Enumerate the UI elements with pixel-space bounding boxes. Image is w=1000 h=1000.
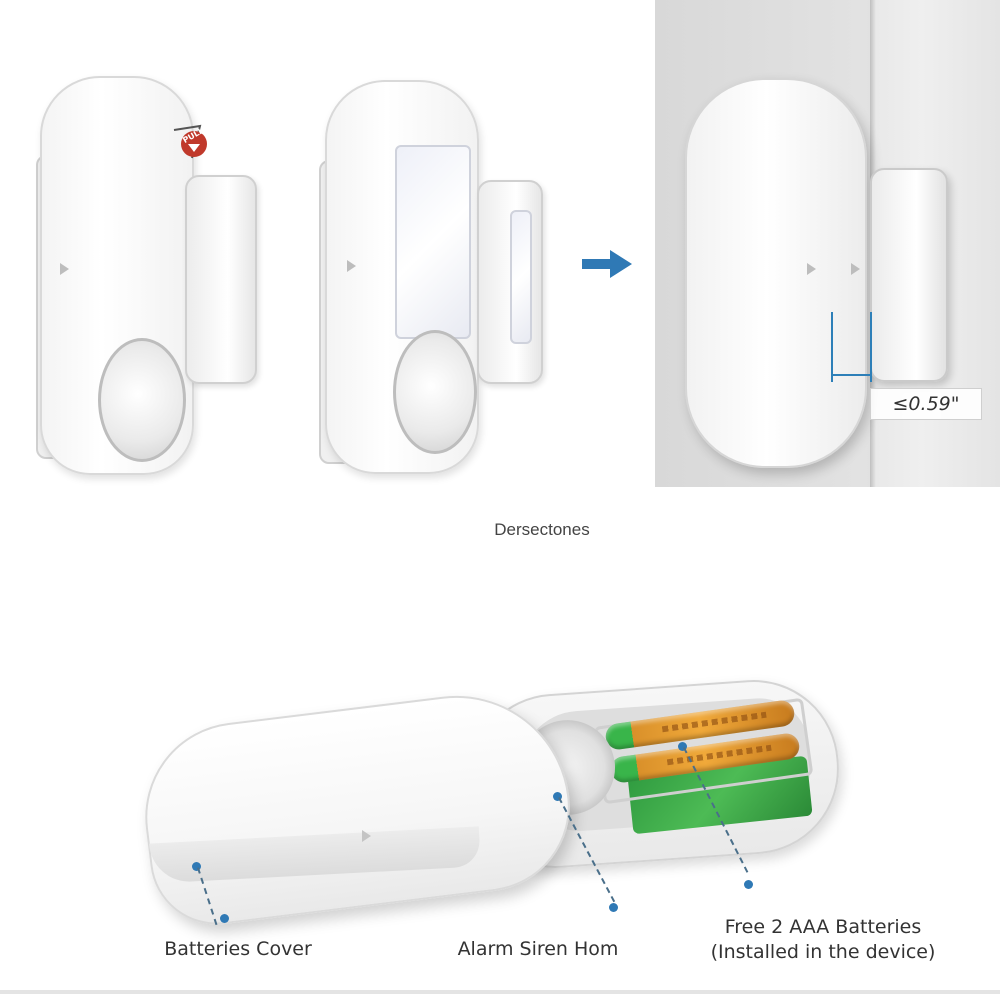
installed-sensor-body xyxy=(685,78,867,468)
battery-anchor-dot xyxy=(678,742,687,751)
magnet-piece xyxy=(185,175,257,384)
gap-distance-label: ≤0.59" xyxy=(870,388,982,420)
align-mark-icon xyxy=(807,263,816,275)
gap-measure-tick-left xyxy=(831,312,833,382)
installed-magnet xyxy=(870,168,948,382)
gap-measure-line xyxy=(832,374,872,376)
callout-batteries-line1: Free 2 AAA Batteries xyxy=(724,916,922,938)
sensor-illustration-front xyxy=(315,70,555,480)
siren-callout-dot xyxy=(609,903,618,912)
sensor-illustration-with-pull-tab: PULL xyxy=(30,70,270,480)
sensor-label-panel xyxy=(395,145,471,339)
siren-speaker-icon xyxy=(393,330,477,454)
align-mark-icon xyxy=(60,263,69,275)
siren-anchor-dot xyxy=(553,792,562,801)
gap-measure-tick-right xyxy=(870,312,872,382)
align-mark-icon xyxy=(851,263,860,275)
arrow-right-icon xyxy=(582,250,632,278)
callout-batteries-line2: (Installed in the device) xyxy=(710,941,936,963)
section-caption: Derseсtones xyxy=(494,520,590,539)
bottom-divider xyxy=(0,990,1000,994)
callout-batteries: Free 2 AAA Batteries (Installed in the d… xyxy=(688,915,958,965)
battery-cover xyxy=(134,682,580,933)
battery-callout-dot xyxy=(744,880,753,889)
align-mark-icon xyxy=(347,260,356,272)
align-mark-icon xyxy=(362,830,371,842)
cover-callout-dot xyxy=(220,914,229,923)
magnet-label-panel xyxy=(510,210,532,344)
pull-tab-icon: PULL xyxy=(170,122,210,162)
siren-speaker-icon xyxy=(98,338,186,462)
callout-batteries-cover: Batteries Cover xyxy=(164,938,312,960)
cover-anchor-dot xyxy=(192,862,201,871)
callout-alarm-siren: Alarm Siren Hom xyxy=(457,938,619,960)
